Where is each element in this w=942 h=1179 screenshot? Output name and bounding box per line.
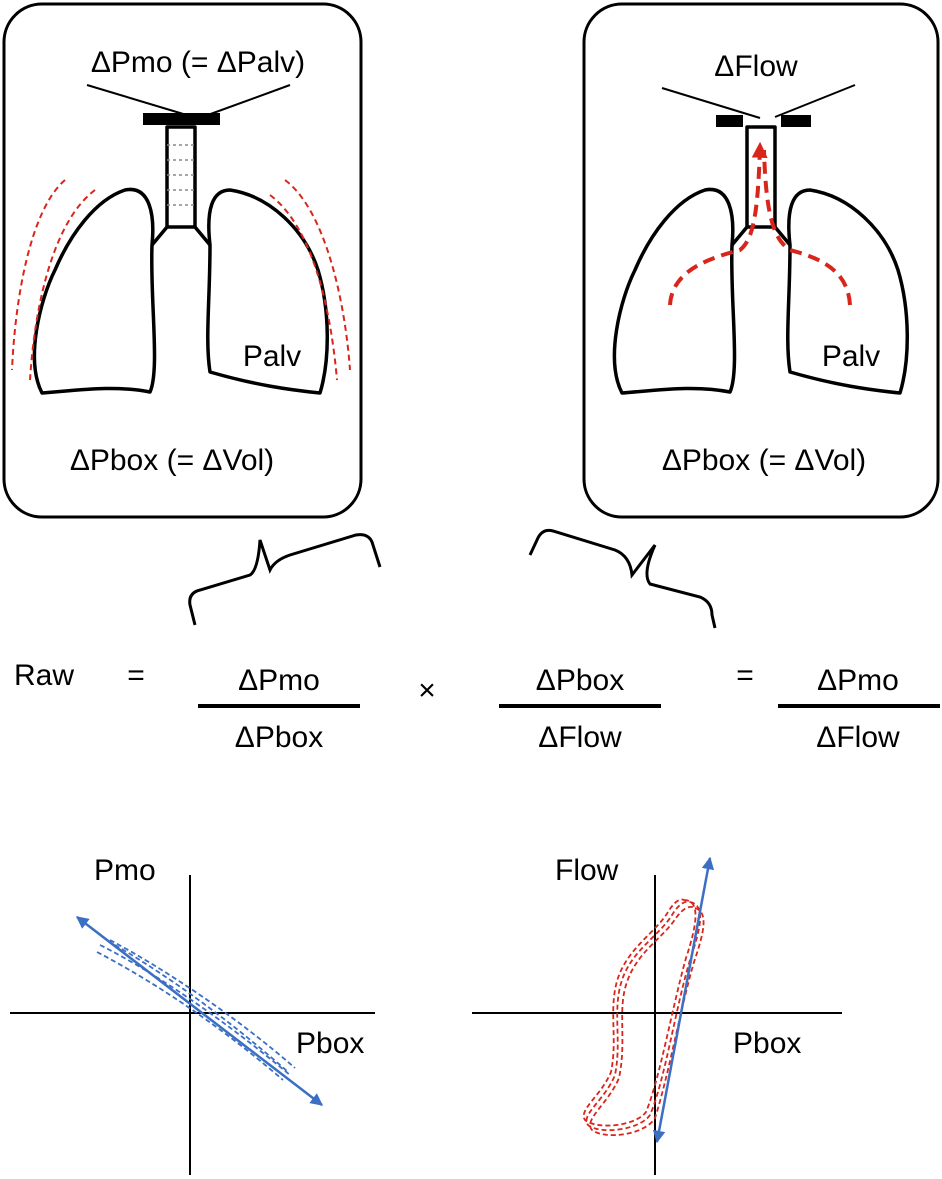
- fraction1-numerator: ΔPmo: [238, 664, 320, 697]
- left-brace: [188, 533, 382, 626]
- left-lungs-icon: [32, 125, 329, 395]
- left-slope-arrow: [76, 916, 323, 1106]
- left-loop-traces: [96, 939, 296, 1081]
- left-lung-label: Palv: [243, 340, 301, 373]
- right-brace: [528, 528, 717, 629]
- right-loop-plot: Flow Pbox: [472, 854, 842, 1175]
- fraction2-denominator: ΔFlow: [538, 721, 622, 754]
- left-lung-expansion-lines: [11, 179, 351, 381]
- right-top-label: ΔFlow: [714, 50, 798, 83]
- equation-equals-1: =: [127, 659, 145, 692]
- right-mouthpiece: [661, 84, 856, 127]
- fraction1-denominator: ΔPbox: [235, 721, 323, 754]
- left-plot-y-label: Pmo: [94, 854, 156, 887]
- left-top-label: ΔPmo (= ΔPalv): [91, 46, 305, 79]
- left-mouthpiece: [86, 84, 291, 125]
- equation-times: ×: [418, 674, 436, 707]
- left-bottom-label: ΔPbox (= ΔVol): [70, 444, 274, 477]
- fraction3-numerator: ΔPmo: [817, 664, 899, 697]
- right-slope-arrow: [652, 856, 715, 1144]
- right-plot-y-label: Flow: [555, 854, 619, 887]
- left-panel-frame: [2, 2, 363, 519]
- fraction2-numerator: ΔPbox: [536, 664, 624, 697]
- right-plot-x-label: Pbox: [733, 1027, 801, 1060]
- right-body-box-panel: ΔFlow Palv ΔPbox (= ΔVol): [582, 2, 940, 519]
- right-loop-traces: [582, 898, 705, 1137]
- left-loop-plot: Pmo Pbox: [10, 854, 375, 1175]
- fraction3-denominator: ΔFlow: [816, 721, 900, 754]
- right-lung-label: Palv: [822, 340, 880, 373]
- equation-equals-2: =: [736, 659, 754, 692]
- right-panel-frame: [582, 2, 940, 519]
- equation-lhs: Raw: [14, 659, 74, 692]
- left-body-box-panel: ΔPmo (= ΔPalv) Palv ΔPbox (= ΔVol): [2, 2, 363, 519]
- raw-equation: Raw = ΔPmo ΔPbox × ΔPbox ΔFlow = ΔPmo ΔF…: [14, 659, 940, 754]
- right-bottom-label: ΔPbox (= ΔVol): [662, 444, 866, 477]
- left-plot-x-label: Pbox: [296, 1027, 364, 1060]
- right-airflow-path: [668, 141, 852, 306]
